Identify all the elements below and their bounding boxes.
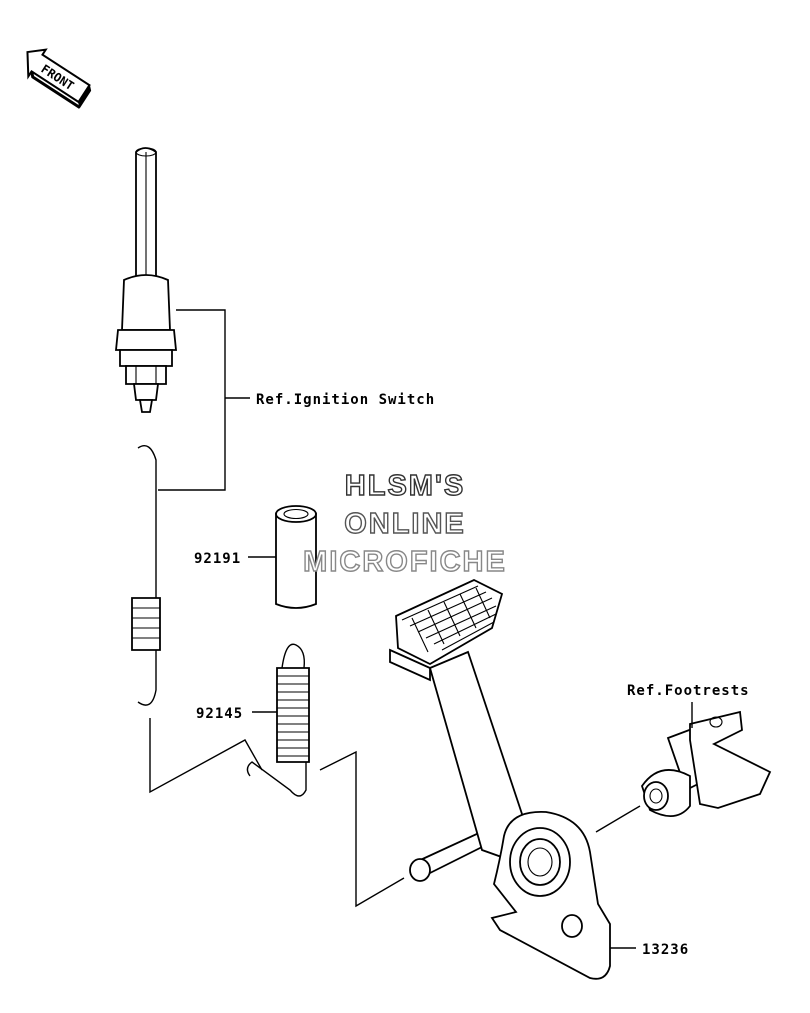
watermark-line3: MICROFICHE <box>303 546 507 578</box>
watermark-line1: HLSM'S <box>345 470 465 502</box>
assembly-line-left <box>149 718 263 794</box>
callout-92191: 92191 <box>194 551 241 567</box>
switch-spring <box>131 445 161 706</box>
assembly-line-right <box>319 750 405 908</box>
front-badge: FRONT <box>26 48 92 109</box>
spring-92145 <box>246 643 310 797</box>
collar-92191 <box>275 505 317 609</box>
callout-ignition-switch: Ref.Ignition Switch <box>256 392 435 408</box>
ignition-bracket <box>158 309 226 491</box>
brake-pedal-13236 <box>389 579 611 980</box>
watermark-line2: ONLINE <box>344 508 466 540</box>
stop-lamp-switch <box>115 147 177 413</box>
callout-13236: 13236 <box>642 942 689 958</box>
callout-92145: 92145 <box>196 706 243 722</box>
footrest-bracket <box>641 710 772 817</box>
callout-footrests: Ref.Footrests <box>627 683 750 699</box>
